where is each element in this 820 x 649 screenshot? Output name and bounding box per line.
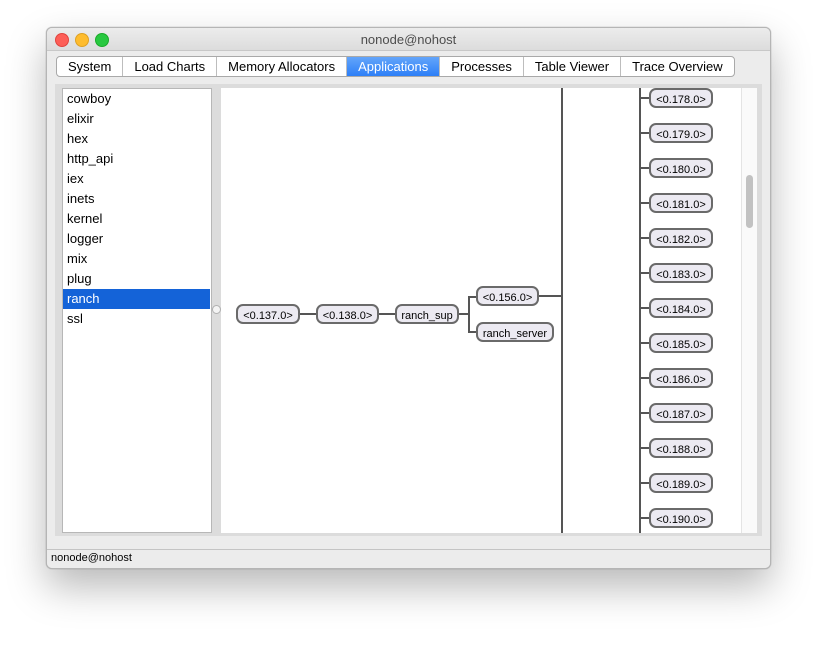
application-item-inets[interactable]: inets (67, 191, 95, 206)
vertical-scrollbar[interactable] (741, 88, 757, 533)
process-node[interactable]: <0.184.0> (649, 298, 713, 318)
tree-edge (641, 272, 649, 274)
application-item-http-api[interactable]: http_api (67, 151, 114, 166)
app-window: nonode@nohost System Load Charts Memory … (46, 27, 771, 569)
tree-edge (379, 313, 395, 315)
tree-edge (641, 342, 649, 344)
process-node[interactable]: <0.189.0> (649, 473, 713, 493)
split-handle[interactable] (212, 305, 221, 314)
tab-table-viewer[interactable]: Table Viewer (524, 57, 622, 76)
application-item-kernel[interactable]: kernel (67, 211, 103, 226)
process-node[interactable]: ranch_server (476, 322, 554, 342)
scrollbar-thumb[interactable] (746, 175, 753, 228)
process-node[interactable]: <0.190.0> (649, 508, 713, 528)
tree-edge (641, 482, 649, 484)
close-window-button[interactable] (55, 33, 69, 47)
title-bar: nonode@nohost (47, 28, 770, 51)
window-title: nonode@nohost (360, 32, 457, 47)
application-item-logger[interactable]: logger (67, 231, 104, 246)
application-item-plug[interactable]: plug (67, 271, 92, 286)
tab-applications[interactable]: Applications (347, 57, 441, 76)
process-node[interactable]: <0.178.0> (649, 88, 713, 108)
tree-edge (641, 237, 649, 239)
tree-edge (641, 202, 649, 204)
process-node[interactable]: <0.187.0> (649, 403, 713, 423)
tree-edge (641, 307, 649, 309)
tab-load-charts[interactable]: Load Charts (123, 57, 218, 76)
tree-edge (641, 167, 649, 169)
process-node[interactable]: <0.183.0> (649, 263, 713, 283)
application-list[interactable]: cowboy elixir hex http_api iex inets ker… (62, 88, 212, 533)
process-node[interactable]: <0.181.0> (649, 193, 713, 213)
status-text: nonode@nohost (51, 552, 132, 564)
zoom-window-button[interactable] (95, 33, 109, 47)
process-node[interactable]: <0.179.0> (649, 123, 713, 143)
tab-memory-allocators[interactable]: Memory Allocators (217, 57, 348, 76)
application-item-ssl[interactable]: ssl (67, 311, 83, 326)
tab-processes[interactable]: Processes (440, 57, 524, 76)
tree-edge (468, 331, 476, 333)
tree-trunk (639, 88, 641, 533)
tree-trunk (561, 88, 563, 533)
status-bar: nonode@nohost (47, 549, 770, 568)
process-node[interactable]: <0.137.0> (236, 304, 300, 324)
process-node[interactable]: <0.138.0> (316, 304, 379, 324)
process-node[interactable]: <0.182.0> (649, 228, 713, 248)
process-node[interactable]: <0.186.0> (649, 368, 713, 388)
tree-edge (641, 97, 649, 99)
tree-edge (641, 517, 649, 519)
application-item-cowboy[interactable]: cowboy (67, 91, 112, 106)
tab-bar: System Load Charts Memory Allocators App… (56, 56, 735, 77)
process-node[interactable]: <0.156.0> (476, 286, 539, 306)
application-item-ranch[interactable]: ranch (63, 289, 210, 309)
tree-edge (300, 313, 316, 315)
application-item-hex[interactable]: hex (67, 131, 88, 146)
application-item-iex[interactable]: iex (67, 171, 84, 186)
tree-edge (641, 377, 649, 379)
applications-panel: cowboy elixir hex http_api iex inets ker… (55, 84, 762, 536)
tree-edge (459, 313, 469, 315)
tree-edge (641, 412, 649, 414)
application-item-mix[interactable]: mix (67, 251, 88, 266)
tab-trace-overview[interactable]: Trace Overview (632, 59, 723, 74)
process-node[interactable]: ranch_sup (395, 304, 459, 324)
process-node[interactable]: <0.185.0> (649, 333, 713, 353)
process-node[interactable]: <0.188.0> (649, 438, 713, 458)
process-tree[interactable]: <0.137.0> <0.138.0> ranch_sup <0.156.0> … (221, 88, 741, 533)
tree-edge (641, 132, 649, 134)
tree-edge (468, 296, 470, 331)
minimize-window-button[interactable] (75, 33, 89, 47)
tree-edge (539, 295, 562, 297)
application-item-elixir[interactable]: elixir (67, 111, 94, 126)
tab-system[interactable]: System (57, 57, 124, 76)
tree-edge (468, 296, 476, 298)
tree-edge (641, 447, 649, 449)
process-node[interactable]: <0.180.0> (649, 158, 713, 178)
